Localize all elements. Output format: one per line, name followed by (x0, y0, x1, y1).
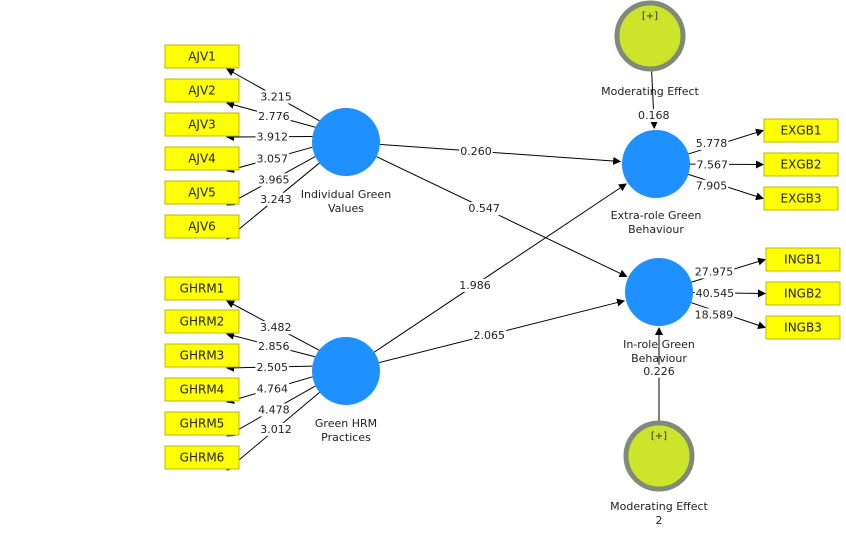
construct-label: Extra-role Green (611, 209, 702, 222)
path-igv-ingb (376, 156, 628, 278)
indicator-label: AJV2 (188, 84, 216, 98)
path-coefficient-label: 1.986 (459, 279, 491, 292)
construct-exgb[interactable] (622, 130, 690, 198)
construct-ingb[interactable] (625, 258, 693, 326)
indicator-label: AJV1 (188, 50, 216, 64)
construct-label: In-role Green (623, 338, 695, 351)
indicator-ajv3[interactable] (164, 112, 240, 137)
indicator-ghrm1[interactable] (164, 276, 240, 301)
indicator-label: GHRM5 (180, 417, 225, 431)
outer-weight-label: 3.243 (260, 193, 292, 206)
outer-weight-label: 4.478 (258, 403, 290, 416)
outer-weight-label: 3.215 (260, 90, 292, 103)
indicator-label: AJV3 (188, 118, 216, 132)
construct-label: Green HRM (315, 417, 377, 430)
indicator-ghrm3[interactable] (164, 343, 240, 368)
outer-weight-label: 2.856 (258, 340, 290, 353)
indicator-ajv6[interactable] (164, 214, 240, 239)
construct-label: Individual Green (301, 188, 391, 201)
indicator-exgb1[interactable] (763, 118, 839, 143)
indicator-ajv4[interactable] (164, 146, 240, 171)
indicator-label: INGB3 (784, 321, 822, 335)
indicator-ghrm2[interactable] (164, 309, 240, 334)
indicator-ajv2[interactable] (164, 78, 240, 103)
indicator-label: GHRM2 (180, 315, 225, 329)
path-coefficient-label: 0.168 (638, 109, 670, 122)
construct-label: Practices (321, 431, 371, 444)
outer-weight-label: 3.012 (260, 423, 292, 436)
indicator-label: EXGB1 (781, 124, 822, 138)
indicator-label: GHRM4 (180, 383, 225, 397)
construct-label: Behaviour (631, 352, 687, 365)
indicator-label: GHRM6 (180, 451, 225, 465)
indicator-ghrm6[interactable] (164, 445, 240, 470)
expand-marker[interactable]: [+] (651, 431, 667, 442)
construct-label: Behaviour (628, 223, 684, 236)
construct-label: Moderating Effect (610, 500, 708, 513)
construct-label: 2 (656, 514, 663, 527)
outer-weight-label: 2.505 (256, 361, 288, 374)
outer-weight-label: 7.567 (697, 158, 729, 171)
outer-weight-label: 3.057 (257, 152, 289, 165)
construct-label: Moderating Effect (601, 85, 699, 98)
path-igv-exgb (379, 143, 622, 165)
indicator-label: GHRM3 (180, 349, 225, 363)
outer-weight-label: 40.545 (696, 287, 735, 300)
outer-weight-label: 7.905 (696, 180, 728, 193)
outer-weight-label: 5.778 (696, 137, 728, 150)
indicator-label: INGB2 (784, 287, 822, 301)
outer-weight-label: 3.482 (260, 321, 292, 334)
path-coefficient-label: 0.260 (460, 145, 492, 158)
indicator-label: AJV4 (188, 152, 216, 166)
indicator-exgb2[interactable] (763, 152, 839, 177)
outer-weight-label: 3.965 (258, 173, 290, 186)
expand-marker[interactable]: [+] (642, 11, 658, 22)
indicator-label: GHRM1 (180, 282, 225, 296)
indicator-label: AJV5 (188, 186, 216, 200)
indicator-exgb3[interactable] (763, 186, 839, 211)
indicator-label: AJV6 (188, 220, 216, 234)
indicator-ghrm4[interactable] (164, 377, 240, 402)
indicator-ajv5[interactable] (164, 180, 240, 205)
construct-ghrm[interactable] (312, 337, 380, 405)
indicator-ajv1[interactable] (164, 44, 240, 69)
path-coefficient-label: 0.226 (643, 365, 675, 378)
path-ghrm-exgb (373, 183, 627, 353)
indicator-label: INGB1 (784, 253, 822, 267)
indicator-label: EXGB3 (781, 192, 822, 206)
indicator-ingb3[interactable] (765, 315, 841, 340)
outer-weight-label: 27.975 (695, 265, 734, 278)
construct-igv[interactable] (312, 108, 380, 176)
indicator-ingb1[interactable] (765, 247, 841, 272)
indicator-label: EXGB2 (781, 158, 822, 172)
construct-me1[interactable] (614, 0, 686, 72)
indicator-ghrm5[interactable] (164, 411, 240, 436)
outer-weight-label: 2.776 (258, 110, 290, 123)
outer-weight-label: 3.912 (257, 131, 289, 144)
construct-label: Values (328, 202, 364, 215)
path-coefficient-label: 0.547 (468, 202, 500, 215)
outer-weight-label: 18.589 (695, 308, 734, 321)
indicator-ingb2[interactable] (765, 281, 841, 306)
outer-weight-label: 4.764 (257, 383, 289, 396)
path-coefficient-label: 2.065 (474, 329, 506, 342)
construct-me2[interactable] (623, 420, 695, 492)
